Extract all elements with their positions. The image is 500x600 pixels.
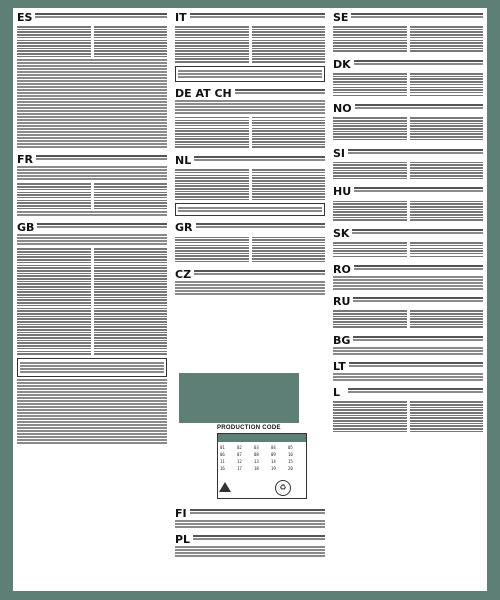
production-code-cell: 12 bbox=[237, 459, 242, 464]
production-code-cell: 02 bbox=[237, 445, 242, 450]
section-ro: RO bbox=[333, 263, 483, 291]
production-code-band bbox=[218, 434, 306, 442]
section-lt: LT bbox=[333, 360, 483, 382]
production-code-cell: 16 bbox=[220, 466, 225, 471]
section-code: FR bbox=[17, 153, 33, 167]
production-code-cell: 11 bbox=[220, 459, 225, 464]
section-code: SK bbox=[333, 227, 350, 241]
section-nl: NL bbox=[175, 154, 325, 217]
section-code: NL bbox=[175, 154, 192, 168]
section-code: LT bbox=[333, 360, 346, 374]
section-code: BG bbox=[333, 334, 351, 348]
section-ru: RU bbox=[333, 296, 483, 329]
production-code-cell: 06 bbox=[220, 452, 225, 457]
section-pl: PL bbox=[175, 534, 325, 557]
section-de-at-ch: DE AT CH bbox=[175, 88, 325, 149]
production-code-cell: 13 bbox=[254, 459, 259, 464]
production-code-cell: 05 bbox=[288, 445, 293, 450]
section-code: IT bbox=[175, 11, 187, 24]
section-code: DK bbox=[333, 57, 351, 71]
section-bg: BG bbox=[333, 334, 483, 356]
production-code-cell: 17 bbox=[237, 466, 242, 471]
production-code-grid: 01 02 03 04 05 06 07 08 09 10 11 12 13 14 15 16 17 18 19 20 bbox=[218, 444, 306, 473]
production-code-cell: 08 bbox=[254, 452, 259, 457]
section-sk: SK bbox=[333, 228, 483, 258]
section-code: ES bbox=[17, 11, 33, 24]
section-no: NO bbox=[333, 103, 483, 141]
production-code-cell: 15 bbox=[288, 459, 293, 464]
section-code: SI bbox=[333, 146, 346, 160]
section-code: FI bbox=[175, 507, 187, 520]
production-code-cell: 03 bbox=[254, 445, 259, 450]
section-code: DE AT CH bbox=[175, 86, 232, 100]
section-code: PL bbox=[175, 533, 191, 546]
section-code: RU bbox=[333, 295, 351, 309]
section-l: L bbox=[333, 387, 483, 433]
production-code-cell: 04 bbox=[271, 445, 276, 450]
column-2: IT DE AT CH NL GR CZ bbox=[175, 12, 325, 301]
production-code-cell: 20 bbox=[288, 466, 293, 471]
production-code-cell: 01 bbox=[220, 445, 225, 450]
production-code-cell: 09 bbox=[271, 452, 276, 457]
section-code: RO bbox=[333, 263, 351, 277]
production-code-cell: 14 bbox=[271, 459, 276, 464]
production-code-cell: 10 bbox=[288, 452, 293, 457]
section-code: GR bbox=[175, 221, 193, 235]
section-code: HU bbox=[333, 185, 352, 199]
section-code: L bbox=[333, 386, 341, 400]
section-hu: HU bbox=[333, 186, 483, 222]
production-code-label: PRODUCTION CODE bbox=[217, 425, 281, 431]
production-code-cell: 18 bbox=[254, 466, 259, 471]
section-se: SE bbox=[333, 12, 483, 53]
section-gr: GR bbox=[175, 222, 325, 263]
section-fi: FI bbox=[175, 508, 325, 528]
section-gb: GB bbox=[17, 222, 167, 444]
section-code: GB bbox=[17, 221, 35, 235]
production-code-cell: 19 bbox=[271, 466, 276, 471]
column-3: SE DK NO SI HU SK RO RU bbox=[333, 12, 483, 440]
production-code-cell: 07 bbox=[237, 452, 242, 457]
column-2-bottom: FI PL bbox=[175, 508, 325, 563]
section-fr: FR bbox=[17, 153, 167, 217]
column-1: ES FR GB bbox=[17, 12, 167, 450]
leaflet-sheet: ES FR GB IT DE AT CH N bbox=[13, 8, 487, 591]
grey-panel bbox=[179, 373, 299, 423]
section-code: NO bbox=[333, 102, 352, 116]
recycle-icon: ♻ bbox=[275, 480, 291, 496]
section-es: ES bbox=[17, 11, 167, 149]
section-code: SE bbox=[333, 11, 349, 24]
warning-triangle-icon bbox=[219, 482, 231, 492]
section-si: SI bbox=[333, 148, 483, 181]
section-it: IT bbox=[175, 12, 325, 82]
production-code-panel: 01 02 03 04 05 06 07 08 09 10 11 12 13 14 15 16 17 18 19 20 bbox=[217, 433, 307, 499]
section-cz: CZ bbox=[175, 268, 325, 296]
section-dk: DK bbox=[333, 59, 483, 97]
section-code: CZ bbox=[175, 268, 192, 282]
